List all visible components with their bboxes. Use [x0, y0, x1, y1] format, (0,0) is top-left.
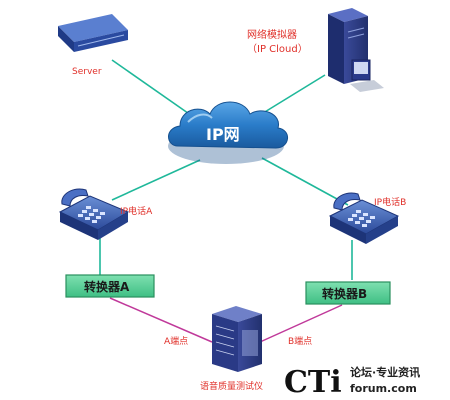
watermark-line2: forum.com: [350, 382, 417, 395]
link-converter-b-tester: [259, 304, 343, 343]
phone-b-icon: [328, 192, 400, 244]
converter-b-label: 转换器B: [322, 286, 367, 301]
converter-a-label: 转换器A: [84, 279, 130, 294]
magenta-links: [109, 297, 343, 343]
watermark: CTi 论坛·专业资讯 forum.com: [284, 365, 420, 400]
watermark-line1: 论坛·专业资讯: [350, 365, 420, 379]
cloud-label: IP网: [206, 125, 240, 144]
teal-links: [99, 59, 353, 280]
link-server-cloud: [111, 59, 196, 119]
watermark-brand: CTi: [284, 365, 342, 400]
emulator-icon: [328, 8, 384, 92]
phone-a-icon: [58, 188, 130, 240]
converter-a: 转换器A: [65, 274, 155, 298]
phone-b-label: IP电话B: [374, 196, 406, 208]
ip-cloud-icon: [168, 101, 288, 164]
link-converter-a-tester: [109, 297, 213, 343]
phone-a-label: IP电话A: [120, 205, 153, 217]
link-emulator-cloud: [254, 74, 326, 119]
emulator-label-line1: 网络模拟器: [247, 28, 297, 41]
server-icon: [58, 14, 128, 52]
link-cloud-phone-b: [261, 157, 349, 206]
link-cloud-phone-a: [111, 159, 201, 201]
tester-label: 语音质量测试仪: [200, 380, 263, 392]
endpoint-b-label: B端点: [288, 335, 312, 347]
converter-b: 转换器B: [305, 281, 391, 305]
emulator-label-line2: （IP Cloud）: [247, 43, 308, 55]
server-label: Server: [72, 67, 102, 77]
voice-tester-icon: [212, 306, 262, 372]
endpoint-a-label: A端点: [164, 335, 188, 347]
